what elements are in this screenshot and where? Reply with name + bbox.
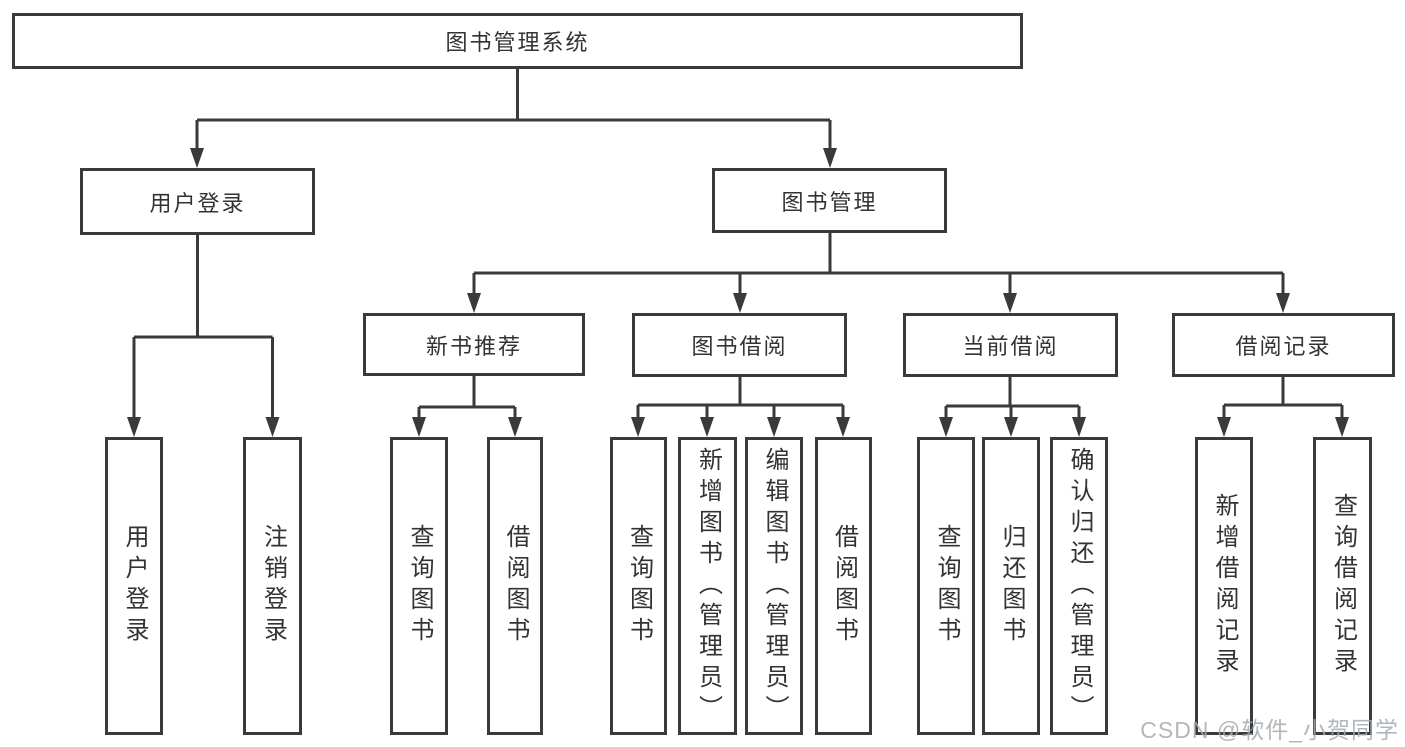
leaf-confirm-return-admin-label: 确认归还（管理员） (1066, 446, 1093, 726)
node-root-label: 图书管理系统 (445, 30, 590, 55)
leaf-query-books-recommend-label: 查询图书 (406, 524, 433, 648)
node-user-login: 用户登录 (80, 168, 315, 235)
node-current-borrow: 当前借阅 (903, 313, 1118, 377)
node-new-book-recommend-label: 新书推荐 (425, 333, 522, 359)
leaf-edit-books-admin-label: 编辑图书（管理员） (761, 446, 788, 726)
leaf-confirm-return-admin: 确认归还（管理员） (1050, 437, 1108, 735)
node-root: 图书管理系统 (12, 13, 1023, 69)
leaf-add-books-admin-label: 新增图书（管理员） (694, 446, 722, 726)
connector-userlogin-to-leaves (132, 235, 274, 419)
node-current-borrow-label: 当前借阅 (962, 334, 1059, 359)
node-book-management: 图书管理 (712, 168, 947, 233)
node-borrow-records-label: 借阅记录 (1235, 334, 1332, 359)
leaf-add-books-admin: 新增图书（管理员） (678, 437, 737, 735)
connector-newbook-to-leaves (417, 376, 517, 419)
leaf-logout: 注销登录 (243, 437, 302, 735)
connector-root-to-level2 (195, 69, 832, 150)
node-borrow-records: 借阅记录 (1172, 313, 1395, 377)
leaf-query-borrow-record: 查询借阅记录 (1313, 437, 1372, 735)
node-book-management-label: 图书管理 (781, 189, 878, 215)
leaf-borrow-books-label: 借阅图书 (830, 524, 858, 648)
leaf-query-books-borrow: 查询图书 (610, 437, 667, 735)
leaf-user-login-label: 用户登录 (121, 524, 148, 648)
connector-bookmgmt-to-level3 (472, 233, 1285, 295)
connector-records-to-leaves (1222, 377, 1344, 419)
leaf-edit-books-admin: 编辑图书（管理员） (745, 437, 803, 735)
node-book-borrow: 图书借阅 (632, 313, 847, 377)
leaf-return-books-label: 归还图书 (998, 524, 1025, 648)
leaf-query-books-current-label: 查询图书 (933, 524, 960, 648)
leaf-query-books-borrow-label: 查询图书 (625, 524, 653, 648)
leaf-borrow-books-recommend-label: 借阅图书 (502, 524, 529, 648)
leaf-query-books-recommend: 查询图书 (390, 437, 448, 735)
leaf-add-borrow-record: 新增借阅记录 (1195, 437, 1253, 735)
arrowheads (127, 148, 1349, 437)
leaf-user-login: 用户登录 (105, 437, 163, 735)
leaf-borrow-books-recommend: 借阅图书 (487, 437, 543, 735)
leaf-return-books: 归还图书 (982, 437, 1040, 735)
connector-bookborrow-to-leaves (636, 377, 845, 419)
leaf-add-borrow-record-label: 新增借阅记录 (1211, 493, 1238, 679)
node-user-login-label: 用户登录 (149, 190, 246, 216)
leaf-query-books-current: 查询图书 (917, 437, 975, 735)
leaf-logout-label: 注销登录 (259, 524, 287, 648)
connector-currentborrow-to-leaves (944, 377, 1081, 419)
leaf-borrow-books: 借阅图书 (815, 437, 872, 735)
leaf-query-borrow-record-label: 查询借阅记录 (1329, 493, 1357, 679)
node-new-book-recommend: 新书推荐 (363, 313, 585, 376)
node-book-borrow-label: 图书借阅 (691, 334, 788, 359)
